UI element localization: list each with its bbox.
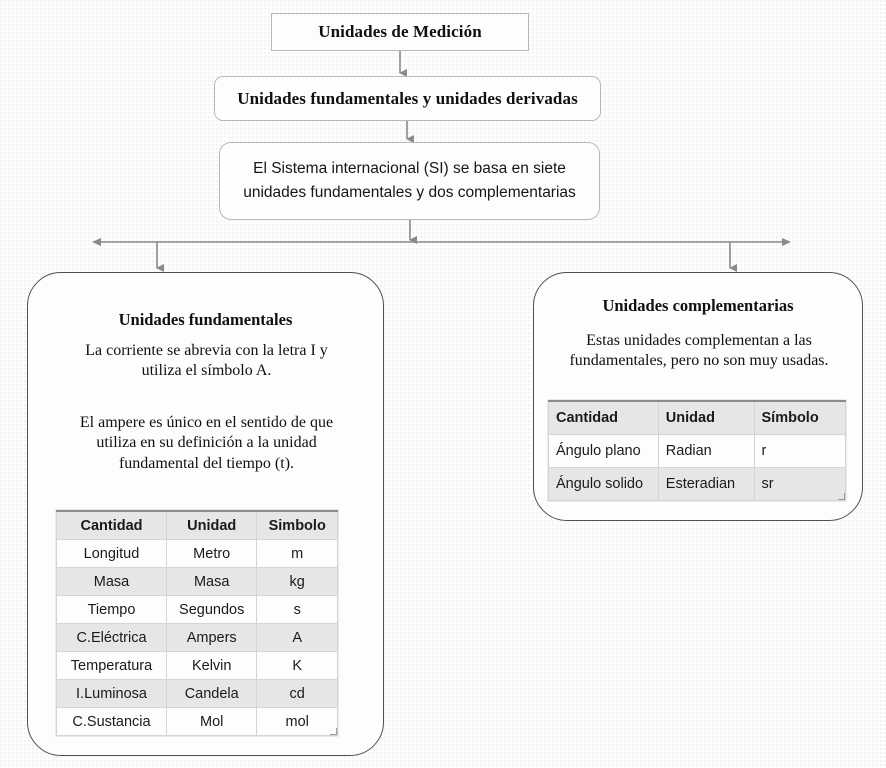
table-unidades-complementarias[interactable]: Cantidad Unidad Símbolo Ángulo plano Rad… bbox=[548, 400, 846, 501]
panel-right-heading: Unidades complementarias bbox=[602, 296, 794, 315]
cell-simbolo: K bbox=[256, 651, 338, 680]
cell-simbolo: s bbox=[256, 595, 338, 624]
cell-unidad: Esteradian bbox=[657, 467, 755, 501]
panel-left-heading: Unidades fundamentales bbox=[118, 310, 293, 329]
table-header-row: Cantidad Unidad Simbolo bbox=[56, 511, 338, 540]
cell-cantidad: Ángulo solido bbox=[548, 467, 659, 501]
table-complementarias-body: Ángulo plano Radian r Ángulo solido Este… bbox=[548, 434, 846, 501]
panel-left-paragraph-1: La corriente se abrevia con la letra I y… bbox=[44, 341, 369, 382]
table-row[interactable]: Masa Masa kg bbox=[56, 567, 338, 596]
panel-left-p2-line1: El ampere es único en el sentido de que bbox=[79, 414, 334, 431]
table-fundamentales-head: Cantidad Unidad Simbolo bbox=[56, 511, 338, 540]
cell-simbolo: m bbox=[256, 539, 338, 568]
panel-left-p1-line1: La corriente se abrevia con la letra I y bbox=[85, 342, 328, 359]
table-row[interactable]: C.Sustancia Mol mol bbox=[56, 707, 338, 736]
cell-cantidad: Ángulo plano bbox=[548, 434, 659, 468]
table-row[interactable]: Ángulo plano Radian r bbox=[548, 434, 846, 468]
table-unidades-fundamentales[interactable]: Cantidad Unidad Simbolo Longitud Metro m… bbox=[56, 510, 338, 736]
cell-simbolo: sr bbox=[753, 467, 846, 501]
table-fundamentales-body: Longitud Metro m Masa Masa kg Tiempo Seg… bbox=[56, 539, 338, 736]
column-header-unidad: Unidad bbox=[165, 511, 258, 540]
cell-cantidad: C.Eléctrica bbox=[56, 623, 167, 652]
cell-unidad: Mol bbox=[165, 707, 258, 736]
table-row[interactable]: I.Luminosa Candela cd bbox=[56, 679, 338, 708]
column-header-cantidad: Cantidad bbox=[548, 401, 659, 435]
table-row[interactable]: Temperatura Kelvin K bbox=[56, 651, 338, 680]
column-header-unidad: Unidad bbox=[657, 401, 755, 435]
cell-unidad: Segundos bbox=[165, 595, 258, 624]
cell-unidad: Ampers bbox=[165, 623, 258, 652]
cell-cantidad: Longitud bbox=[56, 539, 167, 568]
cell-unidad: Candela bbox=[165, 679, 258, 708]
cell-simbolo: A bbox=[256, 623, 338, 652]
table-wrapper-complementarias: Cantidad Unidad Símbolo Ángulo plano Rad… bbox=[548, 400, 846, 501]
panel-left-p2-line3: fundamental del tiempo (t). bbox=[118, 454, 295, 472]
cell-cantidad: Temperatura bbox=[56, 651, 167, 680]
cell-unidad: Metro bbox=[165, 539, 258, 568]
node-root-label: Unidades de Medición bbox=[318, 22, 482, 42]
cell-cantidad: I.Luminosa bbox=[56, 679, 167, 708]
table-row[interactable]: Longitud Metro m bbox=[56, 539, 338, 568]
table-wrapper-fundamentales: Cantidad Unidad Simbolo Longitud Metro m… bbox=[56, 510, 338, 736]
column-header-cantidad: Cantidad bbox=[56, 511, 167, 540]
cell-cantidad: C.Sustancia bbox=[56, 707, 167, 736]
node-level3-text: El Sistema internacional (SI) se basa en… bbox=[243, 157, 576, 205]
panel-left-p2-line2: utiliza en su definición a la unidad bbox=[96, 434, 317, 452]
table-row[interactable]: Ángulo solido Esteradian sr bbox=[548, 467, 846, 501]
cell-unidad: Kelvin bbox=[165, 651, 258, 680]
table-complementarias-head: Cantidad Unidad Símbolo bbox=[548, 401, 846, 435]
table-row[interactable]: Tiempo Segundos s bbox=[56, 595, 338, 624]
panel-unidades-fundamentales[interactable]: Unidades fundamentales La corriente se a… bbox=[27, 272, 384, 756]
panel-right-p1-line2: fundamentales, pero no son muy usadas. bbox=[569, 352, 829, 370]
cell-simbolo: mol bbox=[256, 707, 338, 736]
node-level3-line1: El Sistema internacional (SI) se basa en… bbox=[253, 159, 566, 177]
cell-unidad: Radian bbox=[657, 434, 755, 468]
table-header-row: Cantidad Unidad Símbolo bbox=[548, 401, 846, 435]
cell-unidad: Masa bbox=[165, 567, 258, 596]
node-sistema-internacional[interactable]: El Sistema internacional (SI) se basa en… bbox=[219, 142, 600, 220]
column-header-simbolo: Simbolo bbox=[256, 511, 338, 540]
node-unidades-de-medicion[interactable]: Unidades de Medición bbox=[271, 13, 529, 51]
table-resize-handle-icon[interactable] bbox=[838, 493, 845, 500]
cell-simbolo: cd bbox=[256, 679, 338, 708]
cell-simbolo: kg bbox=[256, 567, 338, 596]
table-row[interactable]: C.Eléctrica Ampers A bbox=[56, 623, 338, 652]
panel-unidades-complementarias[interactable]: Unidades complementarias Estas unidades … bbox=[533, 272, 863, 521]
panel-right-p1-line1: Estas unidades complementan a las bbox=[586, 332, 812, 349]
cell-simbolo: r bbox=[753, 434, 846, 468]
table-resize-handle-icon[interactable] bbox=[330, 728, 337, 735]
node-unidades-fundamentales-y-derivadas[interactable]: Unidades fundamentales y unidades deriva… bbox=[214, 76, 601, 121]
panel-left-paragraph-2: El ampere es único en el sentido de que … bbox=[44, 413, 369, 474]
panel-right-paragraph-1: Estas unidades complementan a las fundam… bbox=[546, 331, 852, 372]
panel-left-p1-line2: utiliza el símbolo A. bbox=[141, 362, 272, 380]
node-level3-line2: unidades fundamentales y dos complementa… bbox=[243, 184, 576, 201]
node-level2-label: Unidades fundamentales y unidades deriva… bbox=[237, 88, 578, 108]
cell-cantidad: Masa bbox=[56, 567, 167, 596]
cell-cantidad: Tiempo bbox=[56, 595, 167, 624]
column-header-simbolo: Símbolo bbox=[753, 401, 846, 435]
